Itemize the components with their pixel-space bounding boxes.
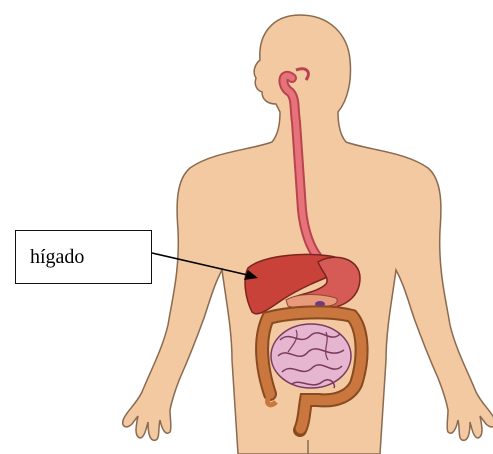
organ-label-box: hígado <box>15 230 152 284</box>
organ-label: hígado <box>30 247 84 267</box>
small-intestine <box>271 324 351 388</box>
